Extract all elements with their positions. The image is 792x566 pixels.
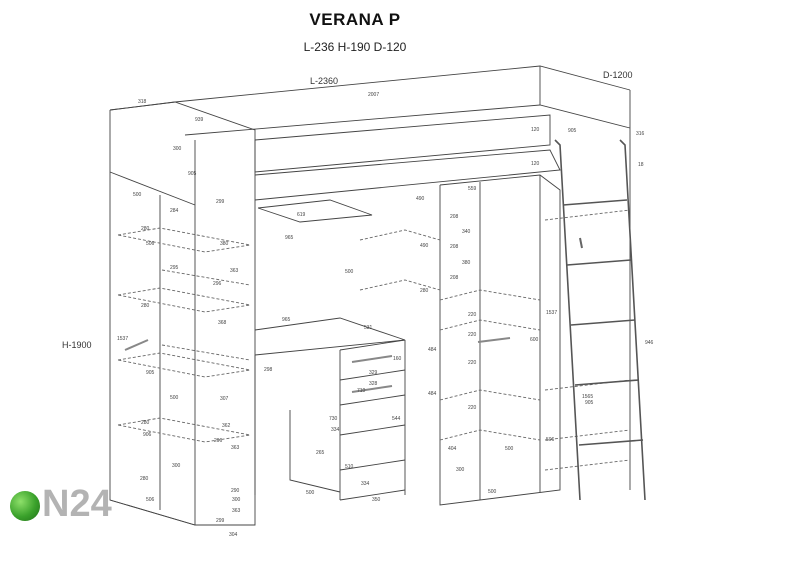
dimension-value: 304 [229,532,238,538]
dimension-value: 350 [372,497,381,503]
dimension-value: 484 [428,391,437,397]
dimension-value: 500 [306,490,315,496]
dimension-value: 506 [546,437,555,443]
dimension-value: 340 [462,229,471,235]
dimension-value: 363 [232,508,241,514]
dimension-value: 318 [138,99,147,105]
dimension-value: 500 [505,446,514,452]
dimension-value: 946 [645,340,654,346]
dimension-value: 300 [173,146,182,152]
dimension-value: 600 [530,337,539,343]
dimension-value: 506 [146,241,155,247]
dimension-value: 280 [420,288,429,294]
dimension-value: 500 [170,395,179,401]
dimension-value: 280 [140,476,149,482]
dimension-value: 296 [213,281,222,287]
dimension-value: 939 [195,117,204,123]
dimension-value: 2007 [368,92,380,98]
dimension-value: 280 [141,226,150,232]
dimension-value: 905 [146,370,155,376]
dimension-value: 120 [531,127,540,133]
dimension-value: 544 [392,416,401,422]
dimension-value: 160 [393,356,402,362]
dimension-value: 208 [450,214,459,220]
dimension-value: 300 [456,467,465,473]
dimension-value: 730 [329,416,338,422]
dimension-value: 380 [220,241,229,247]
dimension-value: 500 [488,489,497,495]
dimension-value: 490 [416,196,425,202]
dimension-value: 363 [231,445,240,451]
dimension-value: 531 [364,325,373,331]
dimension-value: 220 [468,360,477,366]
dimension-value: 905 [188,171,197,177]
depth-label: D-1200 [603,70,633,80]
dimension-value: 368 [218,320,227,326]
green-dot-icon [10,491,40,521]
dimension-value: 484 [428,347,437,353]
height-label: H-1900 [62,340,92,350]
n24-logo: N24 [10,483,140,527]
product-title: VERANA P [309,10,401,29]
dimension-value: 299 [216,518,225,524]
dimension-value: 329 [369,370,378,376]
dimension-value: 220 [468,405,477,411]
dimension-value: 905 [568,128,577,134]
dimension-value: 619 [297,212,306,218]
dimension-value: 506 [146,497,155,503]
dimension-value: 363 [230,268,239,274]
dimension-value: 208 [450,244,459,250]
dimension-value: 300 [232,497,241,503]
dimension-value: 120 [531,161,540,167]
dimension-value: 559 [468,186,477,192]
dimension-value: 316 [636,131,645,137]
dimension-value: 490 [420,243,429,249]
dimension-value: 295 [170,265,179,271]
dimension-value: 298 [264,367,273,373]
dimension-value: 284 [170,208,179,214]
dimension-value: 296 [214,438,223,444]
logo-text: N24 [42,483,112,525]
dimension-value: 1565 [582,394,594,400]
product-dimensions: L-236 H-190 D-120 [303,40,407,54]
dimension-value: 280 [141,420,150,426]
dimension-value: 328 [369,381,378,387]
dimension-value: 905 [585,400,594,406]
dimension-value: 500 [133,192,142,198]
dimension-value: 280 [141,303,150,309]
dimension-value: 220 [468,332,477,338]
dimension-value: 299 [216,199,225,205]
dimension-value: 380 [462,260,471,266]
dimension-value: 965 [282,317,291,323]
dimension-value: 300 [172,463,181,469]
dimension-value: 334 [361,481,370,487]
dimension-value: 334 [331,427,340,433]
dimension-value: 906 [143,432,152,438]
dimension-value: 1537 [117,336,129,342]
dimension-value: 18 [638,162,644,168]
dimension-value: 500 [345,269,354,275]
dimension-value: 307 [220,396,229,402]
length-label: L-2360 [310,76,339,86]
dimension-value: 208 [450,275,459,281]
dimension-value: 510 [345,464,354,470]
dimension-value: 1537 [546,310,558,316]
dimension-value: 220 [468,312,477,318]
dimension-value: 404 [448,446,457,452]
dimension-value: 290 [231,488,240,494]
dimension-value: 710 [357,388,366,394]
dimension-value: 265 [316,450,325,456]
dimension-value: 362 [222,423,231,429]
dimension-value: 965 [285,235,294,241]
